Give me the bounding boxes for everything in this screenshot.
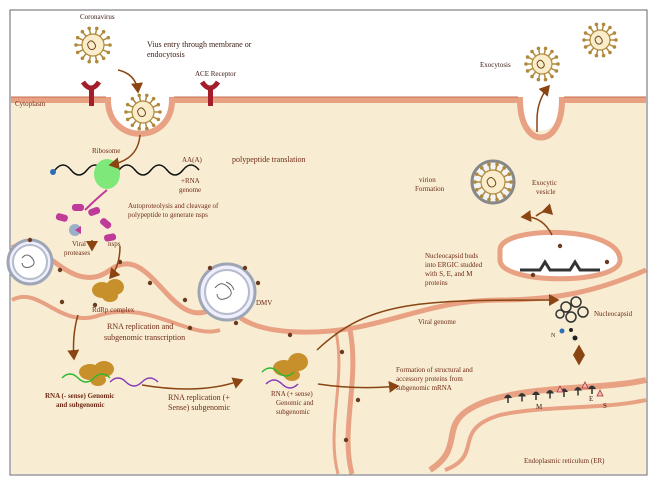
label-viral-proteases-1: Viral xyxy=(72,240,86,248)
er-lower-right-inner xyxy=(444,398,647,472)
er-tube-bottom xyxy=(345,329,356,475)
label-nucleocapsid-buds-3: with S, E, and M xyxy=(425,270,473,278)
ace-receptor-right xyxy=(199,80,221,106)
label-exocytic-1: Exocytic xyxy=(532,179,557,187)
label-neg-sense-2: and subgenomic xyxy=(56,401,104,409)
label-neg-sense-1: RNA (- sense) Genomic xyxy=(45,392,114,400)
rdrp-complex-neg-strand xyxy=(79,361,114,386)
label-exocytic-2: vesicle xyxy=(536,188,555,196)
label-autoproteolysis-2: polypeptide to generate nsps xyxy=(128,211,208,219)
n-protein-dot xyxy=(559,328,565,334)
label-pos-replication-1: RNA replication (+ xyxy=(168,393,230,402)
label-nsps: nsps xyxy=(108,240,121,248)
rdrp-complex xyxy=(92,279,124,302)
rna-cap xyxy=(50,169,56,175)
er-lower-right xyxy=(428,377,647,473)
label-dmv: DMV xyxy=(256,299,272,307)
label-e-protein: E xyxy=(589,395,593,403)
label-rna-genome-1: +RNA xyxy=(181,177,200,185)
label-entry-1: Vius entry through membrane or xyxy=(147,40,252,49)
label-nucleocapsid-buds-1: Nucleocapsid buds xyxy=(425,252,478,260)
neg-sense-strand-b xyxy=(109,377,159,387)
label-virion-2: Formation xyxy=(415,185,445,193)
virion-in-vesicle xyxy=(470,159,516,205)
label-pos-sense-2: Genomic and xyxy=(276,399,314,407)
label-cytoplasm: Cytoplasm xyxy=(15,100,46,108)
plasma-membrane xyxy=(11,97,646,141)
nascent-polypeptide xyxy=(84,189,108,211)
label-viral-genome: Viral genome xyxy=(418,318,456,326)
label-pos-sense-3: subgenomic xyxy=(276,408,310,416)
label-ace-receptor: ACE Receptor xyxy=(195,70,237,78)
label-viral-proteases-2: proteases xyxy=(64,249,90,257)
label-m-protein: M xyxy=(536,403,543,411)
label-rna-replication-1: RNA replication and xyxy=(107,322,173,331)
label-rna-replication-2: subgenomic transcription xyxy=(104,333,185,342)
coronavirus-particle-exiting xyxy=(524,46,560,82)
label-er: Endoplasmic reticulum (ER) xyxy=(524,457,605,465)
neg-sense-strand xyxy=(61,373,111,383)
label-autoproteolysis-1: Autoproteolysis and cleavage of xyxy=(128,202,219,210)
label-coronavirus: Coronavirus xyxy=(80,13,115,21)
dmv-vesicle-left xyxy=(6,238,54,286)
dmv-vesicle xyxy=(197,262,257,322)
label-formation-1: Formation of structural and xyxy=(396,366,473,374)
label-exocytosis: Exocytosis xyxy=(480,61,511,69)
label-virion-1: virion xyxy=(419,176,436,184)
ergic-vesicle xyxy=(497,229,623,282)
label-rna-genome-2: genome xyxy=(179,186,201,194)
label-nucleocapsid: Nucleocapsid xyxy=(594,310,633,318)
label-nucleocapsid-buds-2: into ERGIC studded xyxy=(425,261,483,269)
label-polypeptide-translation: polypeptide translation xyxy=(232,155,306,164)
label-pos-replication-2: Sense) subgenomic xyxy=(168,403,230,412)
label-s-protein: S xyxy=(603,402,607,410)
label-n-protein: N xyxy=(551,333,556,339)
polyprotein-cleaved xyxy=(55,204,117,242)
label-formation-2: accessory proteins from xyxy=(396,375,463,383)
label-rdrp: RdRp complex xyxy=(92,306,135,314)
nucleocapsid-shape xyxy=(555,296,589,323)
label-pos-sense-1: RNA (+ sense) xyxy=(271,390,313,398)
label-entry-2: endocytosis xyxy=(147,50,185,59)
coronavirus-particle xyxy=(74,26,112,64)
outer-frame xyxy=(9,9,648,476)
rna-genome-strand xyxy=(54,164,200,176)
label-formation-3: subgenomic mRNA xyxy=(396,384,452,392)
label-ribosome: Ribosome xyxy=(92,147,120,155)
label-nucleocapsid-buds-4: proteins xyxy=(425,279,448,287)
er-structural-proteins xyxy=(504,381,604,403)
coronavirus-particle-endocytosed xyxy=(124,93,162,131)
process-arrows xyxy=(67,69,585,393)
ace-receptor-left xyxy=(80,80,102,106)
coronavirus-particle-released xyxy=(582,22,618,58)
er-tube-bottom-inner xyxy=(332,331,341,475)
label-polya: AA(A) xyxy=(182,156,202,164)
